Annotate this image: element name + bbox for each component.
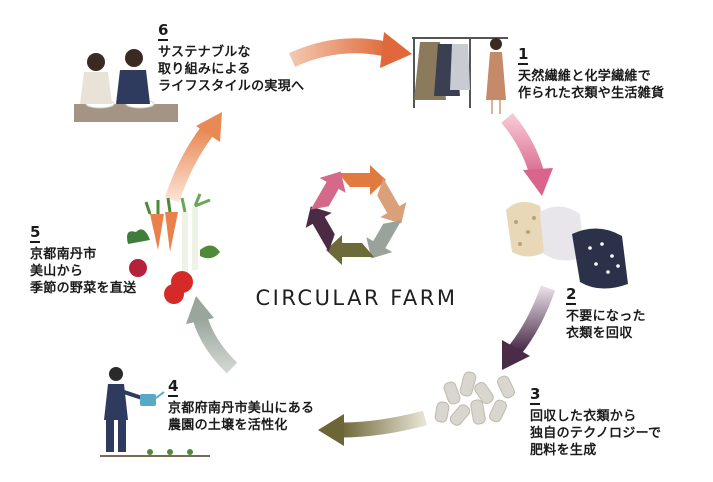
step-2: 2 不要になった 衣類を回収	[566, 284, 646, 342]
collected-clothes-illustration	[506, 201, 628, 289]
cycle-arrow-2-to-3	[502, 285, 556, 370]
brand-title: CIRCULAR FARM	[255, 286, 458, 310]
step-1: 1 天然繊維と化学繊維で 作られた衣類や生活雑貨	[518, 44, 664, 102]
step-number: 6	[158, 21, 169, 41]
step-number: 5	[30, 223, 41, 243]
step-5: 5 京都南丹市 美山から 季節の野菜を直送	[30, 222, 136, 297]
farmer-watering-illustration	[100, 367, 210, 457]
cycle-arrow-4-to-5	[186, 296, 238, 374]
step-4: 4 京都府南丹市美山にある 農園の土壌を活性化	[168, 376, 314, 434]
cycle-arrow-5-to-6	[164, 112, 222, 203]
vegetables-illustration	[127, 193, 220, 304]
step-number: 4	[168, 377, 179, 397]
step-description: 不要になった 衣類を回収	[566, 309, 646, 341]
step-number: 2	[566, 285, 577, 305]
cycle-arrow-1-to-2	[501, 113, 553, 196]
recycle-logo	[305, 165, 407, 265]
step-description: 天然繊維と化学繊維で 作られた衣類や生活雑貨	[518, 69, 665, 101]
step-number: 1	[518, 45, 529, 65]
cycle-arrow-3-to-4	[318, 410, 427, 446]
couple-dining-illustration	[74, 49, 178, 122]
step-description: 京都府南丹市美山にある 農園の土壌を活性化	[168, 401, 315, 433]
step-description: 回収した衣類から 独自のテクノロジーで 肥料を生成	[530, 409, 662, 458]
step-3: 3 回収した衣類から 独自のテクノロジーで 肥料を生成	[530, 384, 661, 459]
clothes-rack-illustration	[412, 37, 508, 114]
step-number: 3	[530, 385, 541, 405]
step-description: 京都南丹市 美山から 季節の野菜を直送	[30, 247, 137, 296]
cycle-arrow-6-to-1	[288, 32, 412, 68]
fertilizer-pellets-illustration	[434, 371, 515, 426]
step-6: 6 サステナブルな 取り組みによる ライフスタイルの実現へ	[158, 20, 304, 95]
step-description: サステナブルな 取り組みによる ライフスタイルの実現へ	[158, 45, 305, 94]
